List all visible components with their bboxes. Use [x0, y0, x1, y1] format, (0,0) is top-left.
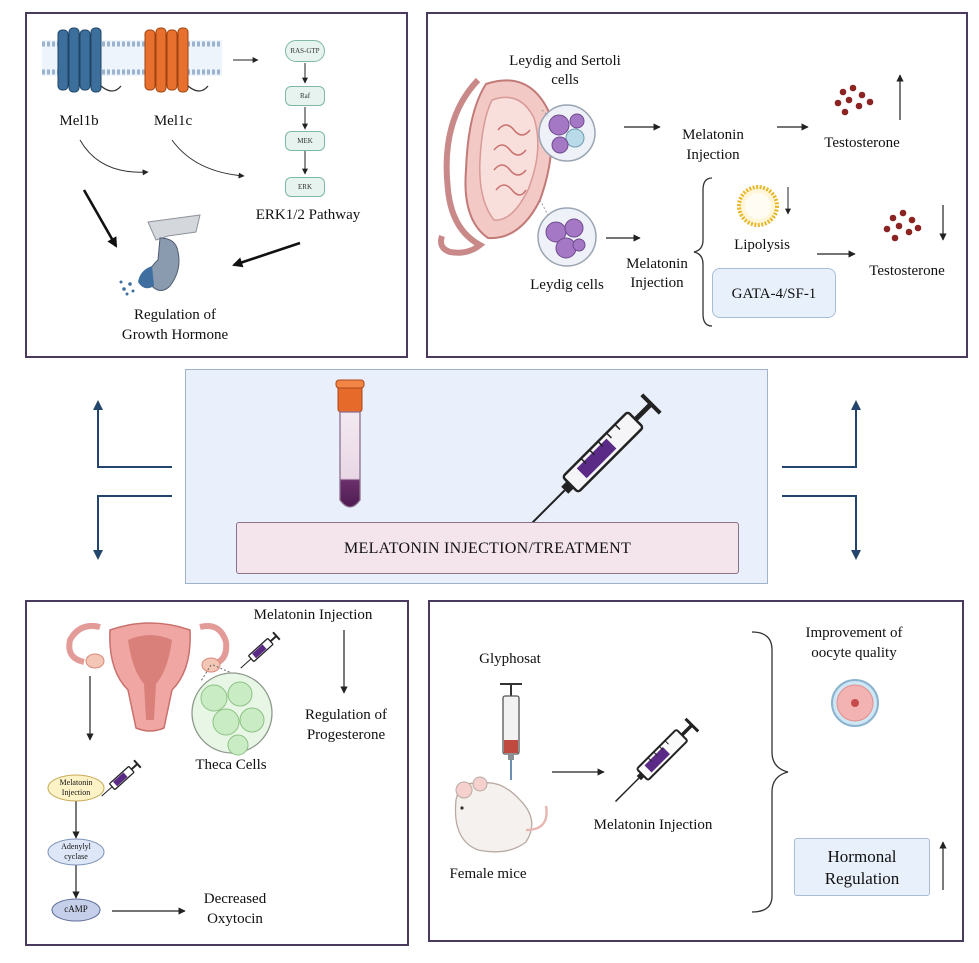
- oxytocin-line2: Oxytocin: [207, 911, 263, 927]
- camp-label: cAMP: [64, 904, 88, 914]
- mel1c-receptor-icon: [144, 27, 209, 93]
- uterus-icon: [66, 622, 230, 732]
- outcome-brace: [751, 631, 789, 913]
- pituitary-gland-icon: [119, 214, 201, 296]
- treatment-title: MELATONIN INJECTION/TREATMENT: [343, 540, 632, 557]
- camp-node: [51, 898, 101, 922]
- melatonin-syringe-icon: [614, 717, 700, 803]
- melatonin-injection-label: Melatonin Injection: [253, 607, 373, 623]
- hormonal-regulation-line1: Hormonal: [827, 847, 897, 866]
- treatment-title-box: MELATONIN INJECTION/TREATMENT: [236, 522, 739, 574]
- leydig-sertoli-label-line1: Leydig and Sertoli: [509, 53, 621, 69]
- leydig-cells-icon: [537, 207, 597, 267]
- testosterone-molecules-icon: [834, 84, 874, 116]
- testis-icon: [438, 77, 553, 256]
- growth-hormone-line1: Regulation of: [133, 307, 217, 323]
- hormonal-regulation-box: Hormonal Regulation: [794, 838, 930, 896]
- oocyte-quality-line1: Improvement of: [805, 625, 903, 641]
- melatonin-injection-1-line1: Melatonin: [682, 127, 744, 143]
- gata4-sf1-box: GATA-4/SF-1: [712, 268, 836, 318]
- erk-node: ERK: [285, 177, 325, 197]
- arrow-to-top-right: [782, 400, 861, 468]
- melatonin-step-line1: Melatonin: [59, 778, 93, 787]
- small-syringe-icon-2: [101, 759, 142, 797]
- testosterone-label-1: Testosterone: [824, 135, 900, 151]
- oxytocin-line1: Decreased: [203, 891, 267, 907]
- large-syringe-icon: [527, 393, 662, 528]
- testosterone-molecules-icon-2: [883, 209, 922, 242]
- female-mice-label: Female mice: [449, 866, 527, 882]
- mel1b-label: Mel1b: [59, 113, 99, 129]
- adenylyl-cyclase-line1: Adenylyl: [61, 842, 91, 851]
- melatonin-injection-2-line1: Melatonin: [626, 256, 688, 272]
- growth-hormone-line2: Growth Hormone: [121, 327, 229, 343]
- adenylyl-cyclase-node: [47, 838, 105, 866]
- hormonal-regulation-line2: Regulation: [824, 869, 900, 888]
- theca-cells-icon: [191, 664, 273, 756]
- glyphosat-label: Glyphosat: [479, 651, 541, 667]
- oocyte-icon: [831, 679, 879, 727]
- arrow-to-bottom-left: [93, 495, 172, 560]
- progesterone-line1: Regulation of: [304, 707, 388, 723]
- arrow-to-bottom-right: [782, 495, 861, 560]
- melatonin-step-node: [47, 774, 105, 802]
- mel1b-receptor-icon: [57, 27, 122, 93]
- testosterone-label-2: Testosterone: [869, 263, 945, 279]
- melatonin-injection-1-line2: Injection: [686, 147, 740, 163]
- theca-cells-label: Theca Cells: [195, 757, 267, 773]
- lipid-droplet-icon: [737, 185, 779, 227]
- mek-node: MEK: [285, 131, 325, 151]
- leydig-sertoli-cells-icon: [538, 104, 596, 162]
- glyphosate-syringe-icon: [500, 683, 522, 780]
- melatonin-injection-br-label: Melatonin Injection: [593, 817, 713, 833]
- erk-pathway-label: ERK1/2 Pathway: [255, 207, 361, 223]
- gata4-sf1-label: GATA-4/SF-1: [731, 286, 817, 302]
- mouse-icon: [454, 776, 548, 853]
- leydig-cells-label: Leydig cells: [530, 277, 604, 293]
- melatonin-step-line2: Injection: [61, 788, 91, 797]
- small-syringe-icon-1: [240, 631, 281, 669]
- adenylyl-cyclase-line2: cyclase: [64, 852, 88, 861]
- progesterone-line2: Progesterone: [306, 727, 386, 743]
- oocyte-quality-line2: oocyte quality: [811, 645, 897, 661]
- lipolysis-label: Lipolysis: [734, 237, 790, 253]
- ras-gtp-node: RAS-GTP: [285, 40, 325, 62]
- raf-node: Raf: [285, 86, 325, 106]
- mel1c-label: Mel1c: [153, 113, 193, 129]
- arrow-to-top-left: [93, 400, 172, 468]
- melatonin-injection-2-line2: Injection: [630, 275, 684, 291]
- leydig-sertoli-label-line2: cells: [551, 72, 579, 88]
- blood-tube-icon: [335, 379, 365, 508]
